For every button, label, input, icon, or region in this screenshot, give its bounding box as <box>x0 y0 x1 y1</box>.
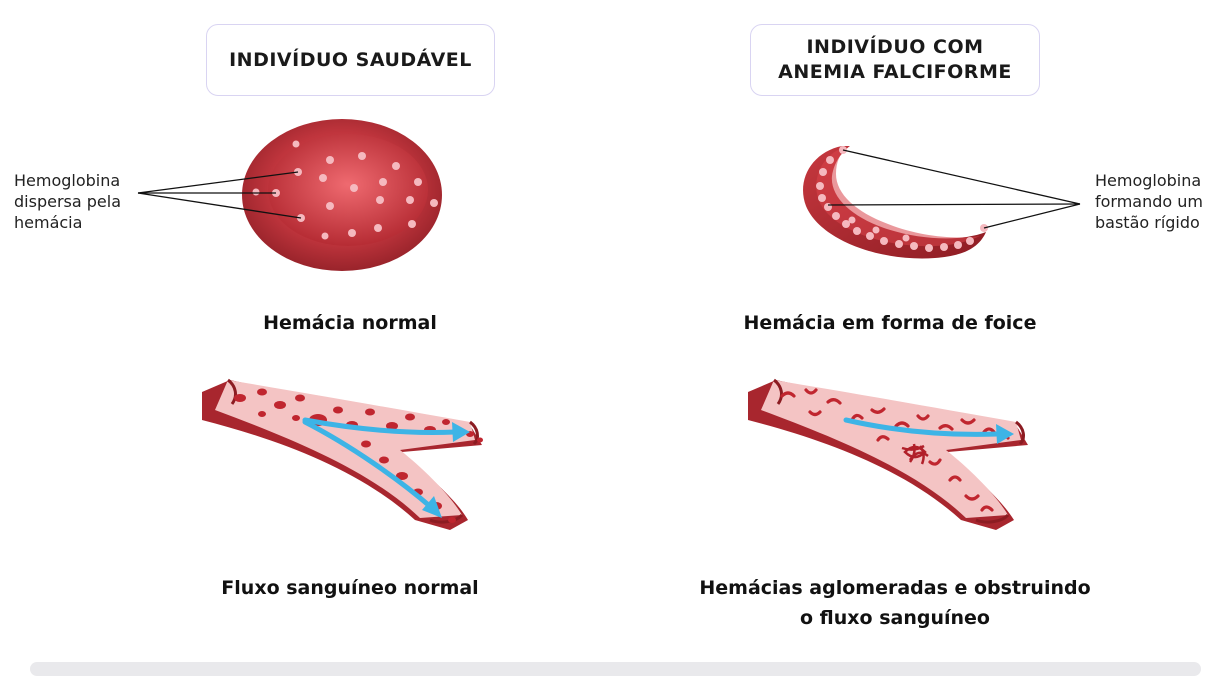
title-healthy: INDIVÍDUO SAUDÁVEL <box>229 48 472 71</box>
hemoglobin-dots-rod <box>816 146 988 252</box>
pointer-lines-left <box>137 171 302 219</box>
vessel-normal-flow <box>202 378 483 530</box>
caption-obstructed-line2: o fluxo sanguíneo <box>800 607 990 629</box>
sickle-red-cell <box>803 146 1081 259</box>
caption-obstructed-line1: Hemácias aglomeradas e obstruindo <box>699 577 1091 599</box>
annotation-left-line3: hemácia <box>14 213 83 232</box>
caption-obstructed-flow: Hemácias aglomeradas e obstruindo o flux… <box>640 573 1150 633</box>
annotation-left-line1: Hemoglobina <box>14 171 121 190</box>
annotation-hemoglobin-rod: Hemoglobina formando um bastão rígido <box>1095 170 1203 233</box>
sickle-cells-in-vessel <box>780 388 1010 512</box>
title-box-healthy: INDIVÍDUO SAUDÁVEL <box>206 24 495 96</box>
footer-bar <box>30 662 1201 676</box>
flow-arrowheads-normal <box>422 422 470 518</box>
annotation-left-line2: dispersa pela <box>14 192 121 211</box>
title-sickle-line2: ANEMIA FALCIFORME <box>778 61 1012 83</box>
caption-sickle-cell: Hemácia em forma de foice <box>743 312 1037 334</box>
annotation-right-line1: Hemoglobina <box>1095 171 1202 190</box>
caption-normal-cell: Hemácia normal <box>263 312 437 334</box>
flow-arrow-obstructed <box>843 417 1001 437</box>
annotation-hemoglobin-dispersed: Hemoglobina dispersa pela hemácia <box>14 170 121 233</box>
title-sickle-line1: INDIVÍDUO COM <box>806 36 984 58</box>
flow-arrows-normal <box>302 417 458 511</box>
caption-normal-flow: Fluxo sanguíneo normal <box>221 577 479 599</box>
annotation-right-line2: formando um <box>1095 192 1204 211</box>
title-box-sickle: INDIVÍDUO COM ANEMIA FALCIFORME <box>750 24 1040 96</box>
normal-red-cell <box>137 119 442 271</box>
vessel-obstructed-flow <box>748 378 1028 530</box>
flow-arrowhead-obstructed <box>996 424 1014 444</box>
cell-clump-obstruction <box>901 443 929 465</box>
annotation-right-line3: bastão rígido <box>1095 213 1200 232</box>
pointer-lines-right <box>827 149 1081 229</box>
